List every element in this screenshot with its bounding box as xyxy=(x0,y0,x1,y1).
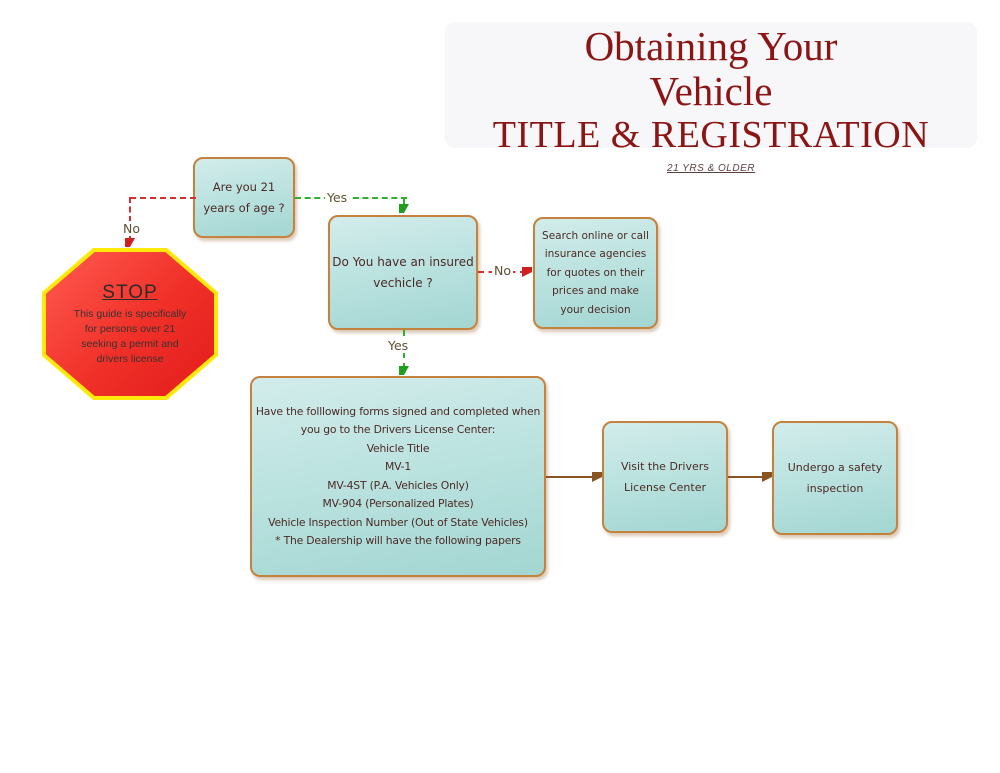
node-text-line: Do You have an insured xyxy=(332,254,474,269)
node-text-line: you go to the Drivers License Center: xyxy=(300,423,496,436)
node-text-line: vechicle ? xyxy=(373,275,433,290)
stop-sign-face: STOP This guide is specifically for pers… xyxy=(46,252,214,396)
stop-text-line: seeking a permit and xyxy=(81,337,179,350)
node-text-line: MV-904 (Personalized Plates) xyxy=(322,497,474,510)
arrow-down-green-icon xyxy=(399,204,409,213)
edge-yes-horizontal xyxy=(295,197,407,199)
arrow-right-red-icon xyxy=(522,267,532,277)
node-safety-inspection: Undergo a safety inspection xyxy=(772,421,898,535)
node-are-you-21: Are you 21 years of age ? xyxy=(193,157,295,238)
node-text-line: MV-4ST (P.A. Vehicles Only) xyxy=(327,478,469,492)
node-text-line: Vehicle Title xyxy=(366,441,430,455)
node-text-line: insurance agencies xyxy=(544,248,647,261)
title-line-3: TITLE & REGISTRATION xyxy=(492,114,930,156)
stop-text-line: for persons over 21 xyxy=(84,322,176,335)
edge-forms-visit xyxy=(546,476,593,478)
title-background-panel xyxy=(445,22,977,148)
arrow-right-brown2-icon xyxy=(762,472,772,482)
title-subtitle: 21 YRS & OLDER xyxy=(667,163,755,174)
node-text-line: Are you 21 xyxy=(212,179,276,194)
edge-label-yes: Yes xyxy=(325,190,350,205)
page-title: Obtaining Your Vehicle TITLE & REGISTRAT… xyxy=(445,23,977,175)
node-text-line: prices and make xyxy=(552,285,639,298)
node-text-line: MV-1 xyxy=(384,460,412,473)
stop-sign-octagon: STOP This guide is specifically for pers… xyxy=(42,248,218,400)
edge-no-vertical xyxy=(129,197,131,241)
node-text-line: inspection xyxy=(806,482,864,495)
node-text-line: for quotes on their xyxy=(546,266,645,279)
node-text-line: your decision xyxy=(560,303,631,316)
node-text-line: years of age ? xyxy=(203,200,285,215)
stop-text-line: This guide is specifically xyxy=(73,307,187,320)
edge-label-yes2: Yes xyxy=(386,338,411,353)
edge-no-horizontal xyxy=(130,197,196,199)
title-line-1: Obtaining Your xyxy=(584,23,838,69)
node-visit-license-center: Visit the Drivers License Center xyxy=(602,421,728,533)
node-text-line: Visit the Drivers xyxy=(620,460,710,473)
title-line-2: Vehicle xyxy=(649,68,773,114)
arrow-right-brown-icon xyxy=(592,472,602,482)
edge-label-no2: No xyxy=(492,263,513,278)
arrow-down-green2-icon xyxy=(399,366,409,375)
edge-visit-inspection xyxy=(728,476,763,478)
node-insured-vehicle: Do You have an insured vechicle ? xyxy=(328,215,478,330)
node-text-line: Search online or call xyxy=(542,229,649,242)
node-required-forms: Have the folllowing forms signed and com… xyxy=(250,376,546,577)
stop-text-line: drivers license xyxy=(96,352,164,365)
node-search-insurance: Search online or call insurance agencies… xyxy=(533,217,658,329)
edge-yes-vertical xyxy=(403,197,405,208)
edge-label-no: No xyxy=(121,221,142,236)
node-text-line: License Center xyxy=(624,481,706,494)
node-text-line: Vehicle Inspection Number (Out of State … xyxy=(268,515,528,529)
node-text-line: * The Dealership will have the following… xyxy=(275,534,521,547)
stop-heading: STOP xyxy=(102,281,158,303)
arrow-down-red-icon xyxy=(125,238,135,247)
node-text-line: Have the folllowing forms signed and com… xyxy=(255,404,541,418)
node-text-line: Undergo a safety xyxy=(787,461,883,474)
